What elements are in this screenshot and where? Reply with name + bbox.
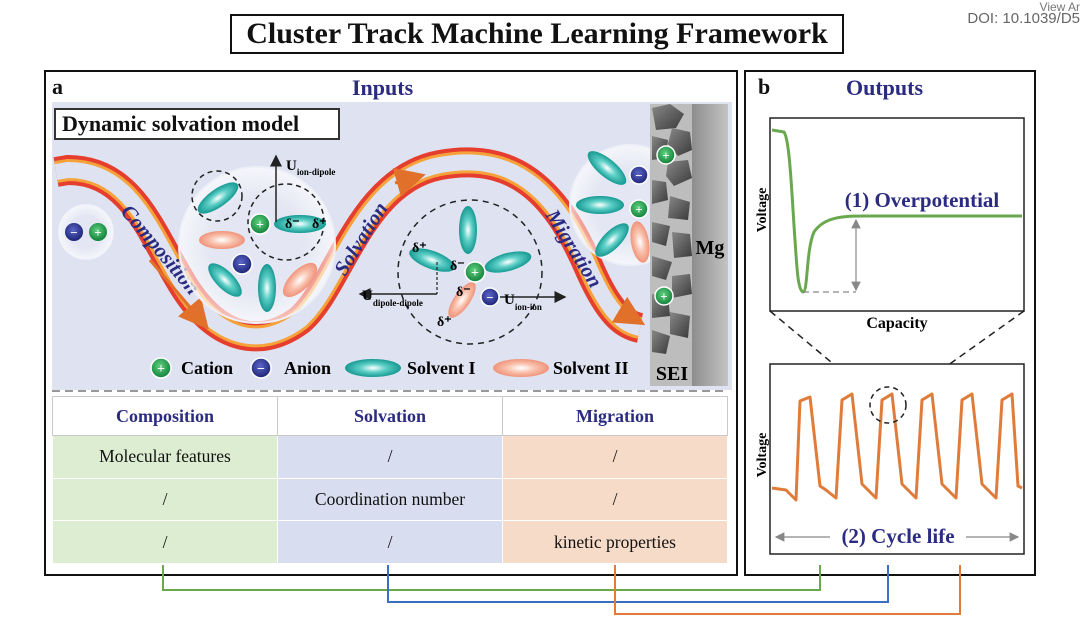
legend-solvent-ii-label: Solvent II bbox=[553, 358, 629, 378]
table-cell: / bbox=[52, 477, 278, 522]
svg-text:−: − bbox=[486, 290, 493, 305]
table-cell: / bbox=[502, 477, 728, 522]
feature-table: Composition Solvation Migration Molecula… bbox=[52, 396, 728, 564]
solvation-cluster-left: + − bbox=[178, 154, 336, 324]
cycle-life-annotation: (2) Cycle life bbox=[841, 524, 954, 548]
u-dipole-dipole-label: Udipole-dipole bbox=[362, 288, 423, 308]
header-composition: Composition bbox=[52, 396, 278, 436]
doi-top-text: View Ar bbox=[1039, 0, 1080, 14]
header-migration: Migration bbox=[502, 396, 728, 436]
top-plot-ylabel: Voltage bbox=[755, 188, 770, 233]
panel-b-letter: b bbox=[758, 74, 771, 99]
legend-cation-icon bbox=[150, 357, 172, 379]
table-row: / Coordination number / bbox=[52, 477, 728, 522]
cation-sei-bottom bbox=[654, 286, 674, 306]
overpotential-plot bbox=[769, 117, 1025, 312]
doi-text: DOI: 10.1039/D5 bbox=[967, 10, 1080, 27]
legend-solvent-i-label: Solvent I bbox=[407, 358, 476, 378]
legend-cation-label: Cation bbox=[181, 358, 233, 378]
mg-label: Mg bbox=[696, 237, 725, 259]
mg-electrode bbox=[692, 104, 728, 386]
svg-text:−: − bbox=[257, 362, 265, 377]
svg-text:+: + bbox=[662, 148, 669, 163]
table-cell: / bbox=[52, 520, 278, 564]
composition-connector bbox=[162, 565, 821, 591]
outputs-title: Outputs bbox=[846, 75, 924, 100]
header-solvation: Solvation bbox=[277, 396, 503, 436]
svg-text:+: + bbox=[471, 266, 479, 281]
table-cell: / bbox=[277, 520, 503, 564]
table-cell: / bbox=[277, 435, 503, 479]
table-header-row: Composition Solvation Migration bbox=[52, 396, 728, 436]
delta-minus-lower: δ⁻ bbox=[456, 285, 471, 300]
cation-sei-top bbox=[656, 145, 676, 165]
delta-minus-center: δ⁻ bbox=[450, 259, 465, 274]
svg-text:−: − bbox=[70, 225, 77, 240]
svg-text:+: + bbox=[660, 289, 667, 304]
sei-layer bbox=[650, 104, 692, 386]
table-row: Molecular features / / bbox=[52, 435, 728, 479]
inputs-title: Inputs bbox=[352, 75, 414, 100]
svg-text:−: − bbox=[238, 258, 246, 273]
dynamic-solvation-model-label: Dynamic solvation model bbox=[54, 108, 340, 140]
legend: + Cation − Anion Solvent I Solvent II bbox=[150, 357, 629, 379]
legend-anion-icon bbox=[250, 357, 272, 379]
cycle-life-plot bbox=[769, 363, 1025, 555]
solvation-path bbox=[53, 147, 646, 352]
overpotential-annotation: (1) Overpotential bbox=[845, 188, 1000, 212]
cycle-life-label-bg bbox=[830, 524, 966, 550]
ion-pair-left: − + bbox=[58, 204, 114, 260]
svg-text:+: + bbox=[256, 218, 264, 233]
u-ion-ion-label: Uion-ion bbox=[504, 292, 542, 312]
table-cell: / bbox=[502, 435, 728, 479]
svg-text:−: − bbox=[635, 168, 642, 183]
legend-solvent-i-icon bbox=[345, 359, 401, 377]
sei-label: SEI bbox=[656, 363, 688, 385]
migration-connector bbox=[614, 565, 961, 615]
solvation-connector bbox=[387, 565, 889, 603]
table-cell: kinetic properties bbox=[502, 520, 728, 564]
table-cell: Coordination number bbox=[277, 477, 503, 522]
page-title: Cluster Track Machine Learning Framework bbox=[230, 14, 844, 54]
legend-anion-label: Anion bbox=[284, 358, 331, 378]
table-row: / / kinetic properties bbox=[52, 520, 728, 564]
delta-minus-left: δ⁻ bbox=[285, 217, 300, 232]
svg-text:+: + bbox=[157, 362, 165, 377]
panel-a-letter: a bbox=[52, 74, 63, 99]
bottom-plot-ylabel: Voltage bbox=[755, 433, 770, 478]
table-cell: Molecular features bbox=[52, 435, 278, 479]
top-plot-xlabel: Capacity bbox=[866, 315, 927, 332]
u-ion-dipole-label: Uion-dipole bbox=[286, 158, 335, 177]
delta-plus-center: δ⁺ bbox=[412, 241, 427, 256]
panel-b bbox=[744, 70, 1036, 576]
delta-plus-lower: δ⁺ bbox=[437, 315, 452, 330]
svg-text:+: + bbox=[635, 202, 642, 217]
panel-a bbox=[44, 70, 738, 576]
solvation-cluster-center: + − bbox=[358, 199, 567, 345]
delta-plus-left: δ⁺ bbox=[312, 217, 327, 232]
legend-solvent-ii-icon bbox=[493, 359, 549, 377]
svg-text:+: + bbox=[94, 225, 101, 240]
